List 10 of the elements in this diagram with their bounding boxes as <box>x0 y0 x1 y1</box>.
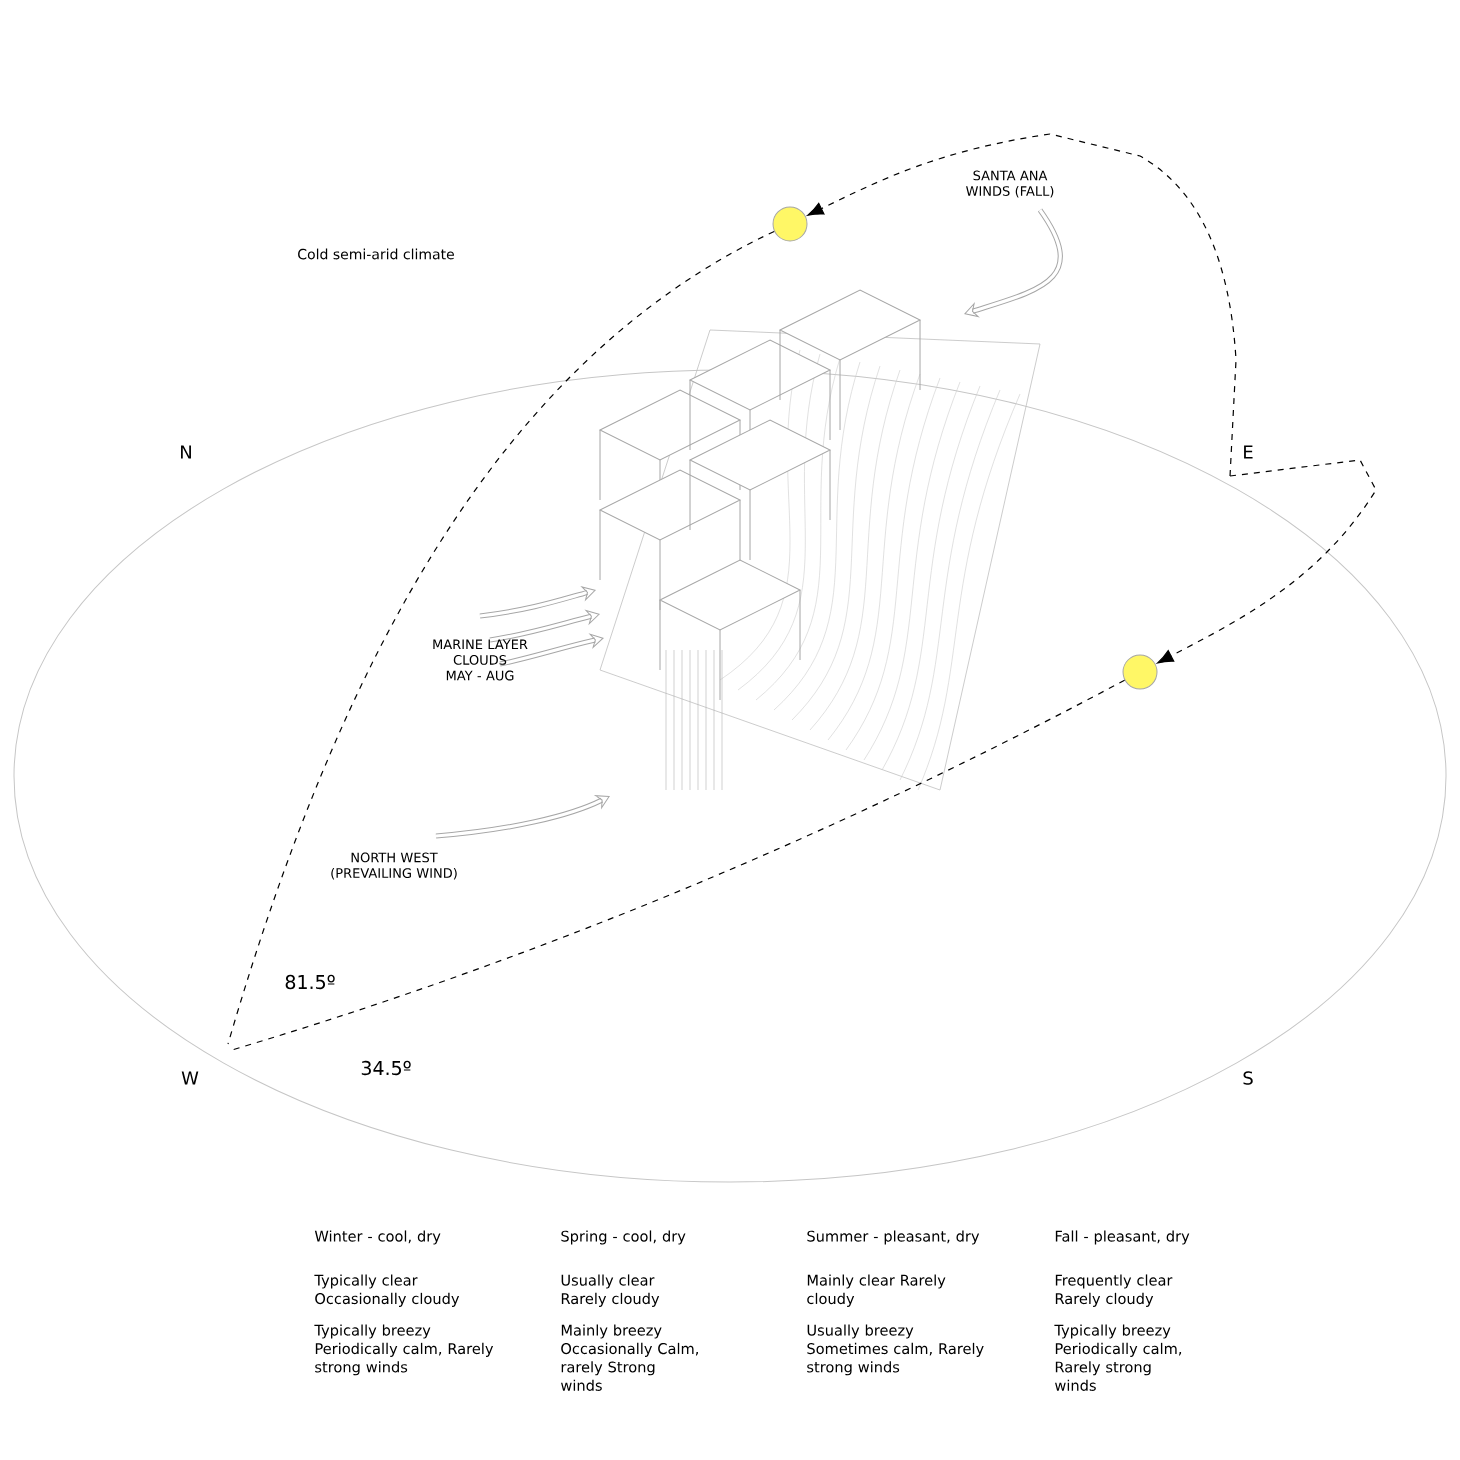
sun-circle <box>1122 654 1158 690</box>
angle-label: 34.5º <box>361 1060 411 1076</box>
compass-letter: E <box>1244 445 1253 459</box>
sun-circle <box>772 206 808 242</box>
compass-letter: S <box>1243 1071 1253 1085</box>
compass-letter: W <box>181 1071 199 1085</box>
angle-label: 81.5º <box>285 974 335 990</box>
sun-path-arrow <box>1157 459 1377 664</box>
sun-path-arrow <box>807 133 1237 477</box>
compass-letter: N <box>181 445 191 459</box>
